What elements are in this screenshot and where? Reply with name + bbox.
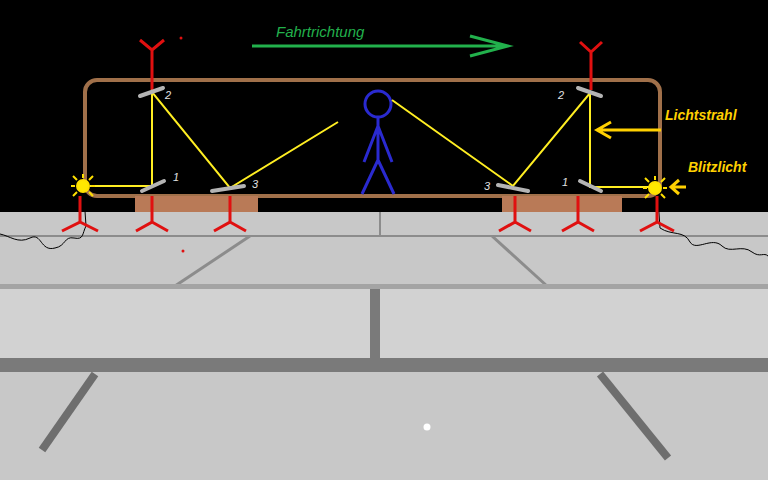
mirror (212, 186, 244, 191)
flash-rays (643, 176, 667, 198)
callout-number: 2 (165, 89, 171, 101)
ground (0, 372, 768, 480)
mirror (578, 88, 601, 96)
person-body (362, 117, 394, 194)
dot (180, 37, 183, 40)
train-car (85, 80, 660, 196)
stand (499, 196, 531, 231)
track-band (0, 358, 768, 372)
stand (562, 196, 594, 231)
stand (640, 196, 674, 231)
pointer-arrow (671, 180, 686, 194)
callout-number: 1 (173, 171, 179, 183)
platform-wall (0, 289, 768, 359)
platform-edge (0, 284, 768, 289)
callout-number: 3 (252, 178, 258, 190)
light-beam (90, 92, 338, 188)
wall-joint (370, 289, 380, 359)
platform-line (379, 212, 381, 236)
strut (600, 374, 668, 458)
light-beam (392, 93, 650, 187)
callout-number: 3 (484, 180, 490, 192)
mirror (142, 181, 164, 191)
mirror (498, 185, 528, 191)
direction-label: Fahrtrichtung (276, 24, 364, 41)
flash-cable (0, 196, 86, 249)
dot (424, 424, 431, 431)
mirror (140, 88, 163, 96)
stand (62, 196, 98, 231)
person-head (365, 91, 391, 117)
receiver (140, 40, 164, 90)
stand (214, 196, 246, 231)
strut (42, 374, 95, 450)
stand (136, 196, 168, 231)
flash-cable (658, 198, 768, 256)
callout-number: 2 (558, 89, 564, 101)
platform-line (175, 236, 250, 286)
flash-light (649, 182, 661, 194)
platform-line (0, 235, 768, 237)
beam-label: Lichtstrahl (665, 108, 737, 123)
receiver (580, 42, 602, 90)
flash-rays (71, 174, 95, 196)
bogie (502, 196, 622, 212)
dot (182, 250, 185, 253)
callout-number: 1 (562, 176, 568, 188)
flash-label: Blitzlicht (688, 160, 746, 175)
pointer-arrow (597, 122, 661, 138)
flash-light (77, 180, 89, 192)
mirror (580, 181, 601, 191)
platform-line (492, 236, 547, 286)
